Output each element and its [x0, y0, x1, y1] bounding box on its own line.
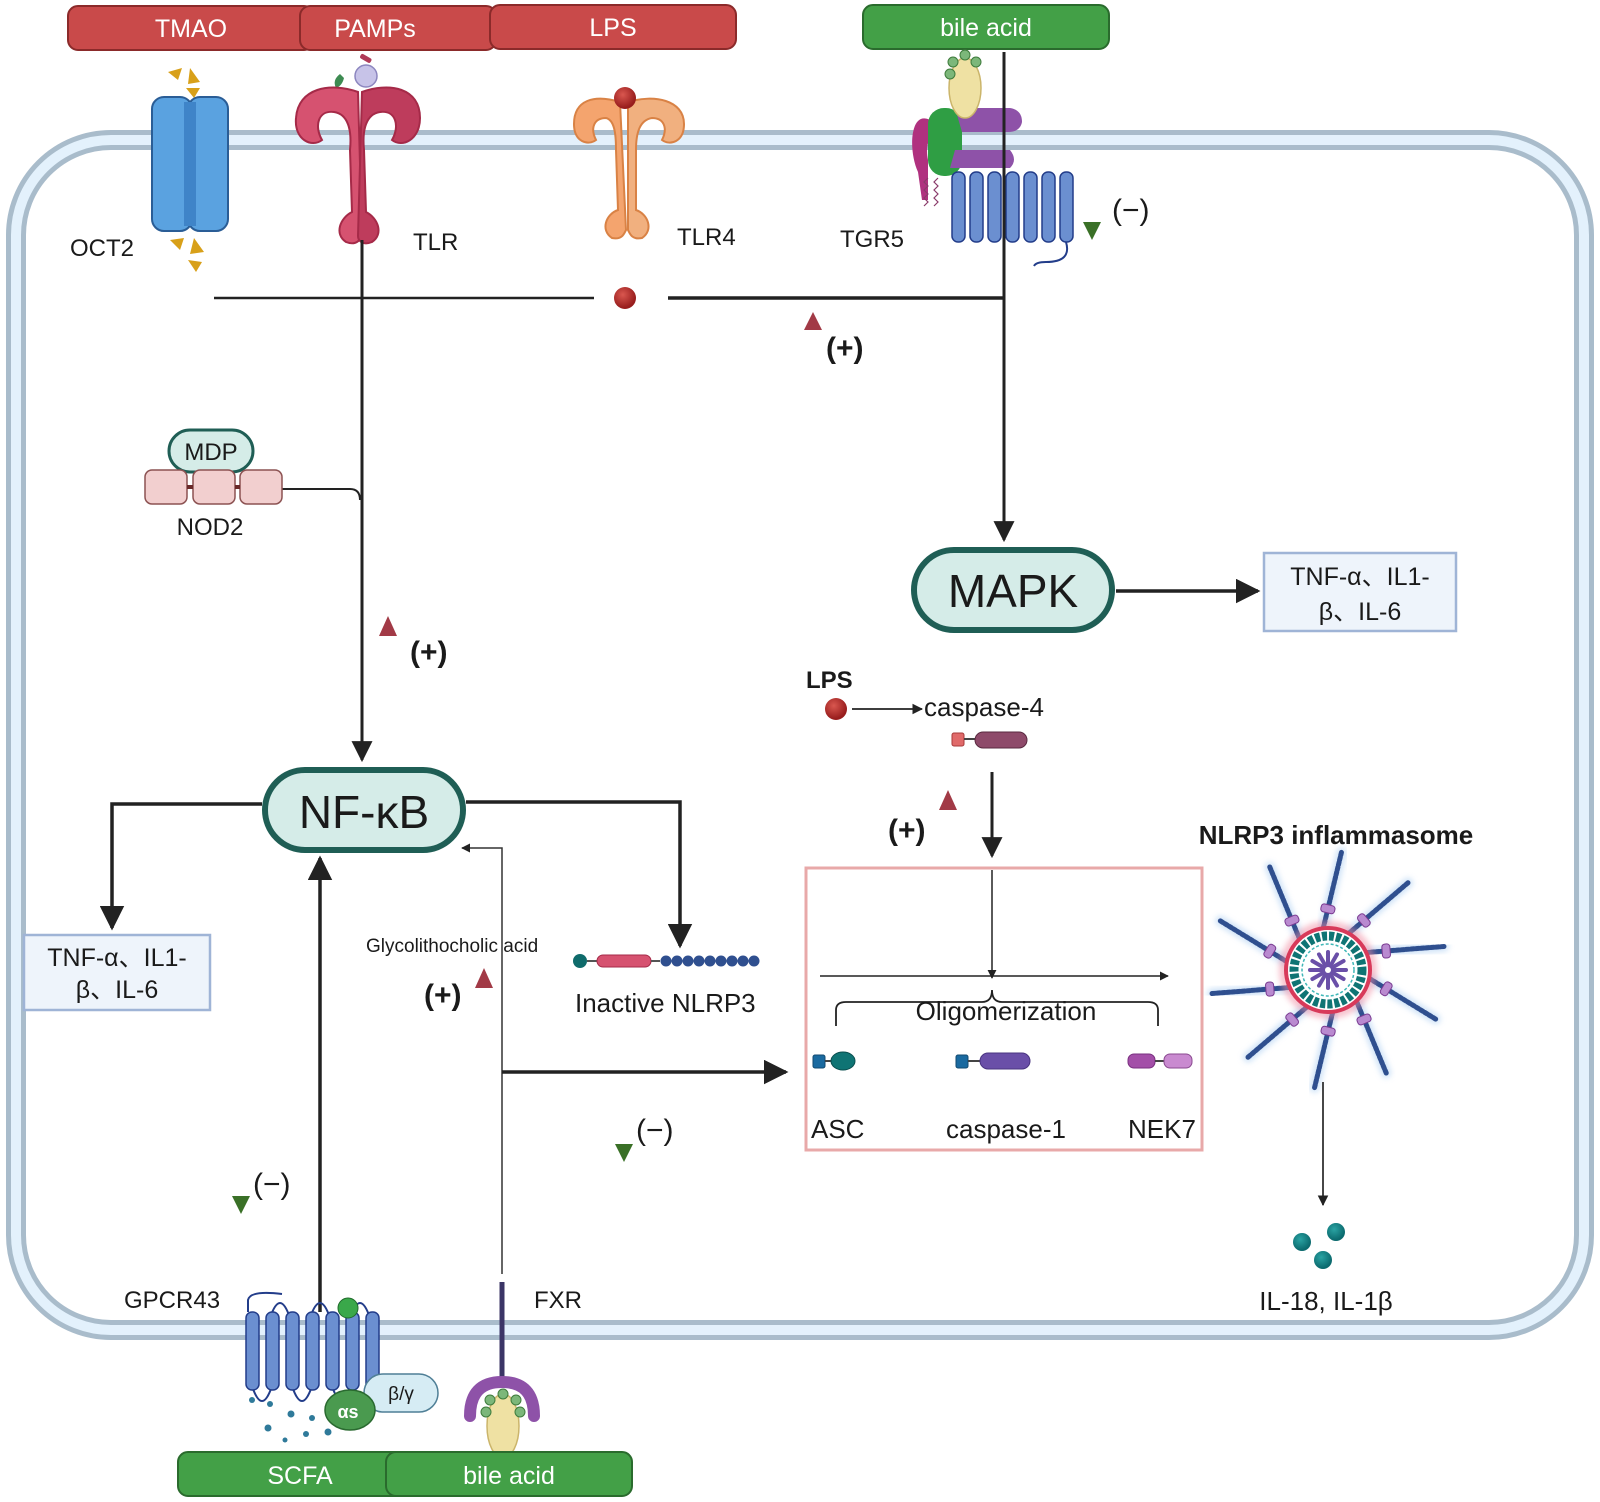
- lps-bar: LPS: [489, 4, 737, 50]
- glycolithocholic-plus-label: (+): [424, 979, 462, 1012]
- oligomerization-box: Oligomerization ASC caspase-1 NEK7: [804, 866, 1204, 1152]
- mapk-label: MAPK: [948, 565, 1079, 617]
- tlr-label: TLR: [413, 229, 458, 256]
- mapk-node: MAPK: [911, 547, 1115, 633]
- nek7-protein-icon: [1127, 1053, 1193, 1069]
- glycolithocholic-activation-arrow-icon: [475, 968, 493, 1030]
- mapk-cytokine-box: TNF-α、IL1- β、IL-6: [1262, 551, 1458, 633]
- caspase4-protein-icon: [951, 731, 1028, 749]
- fxr-minus-label: (−): [636, 1114, 674, 1147]
- inactive-nlrp3-label: Inactive NLRP3: [575, 988, 756, 1018]
- oct2-label: OCT2: [70, 235, 134, 262]
- glycolithocholic-to-nfkb-line: [461, 843, 503, 1274]
- mapk-cytokine-line1: TNF-α、IL1-: [1290, 563, 1429, 591]
- mapk-cytokine-line2: β、IL-6: [1319, 598, 1401, 626]
- tmao-label: TMAO: [155, 15, 227, 43]
- caspase4-plus-label: (+): [888, 814, 926, 847]
- inflammasome-title: NLRP3 inflammasome: [1199, 820, 1474, 850]
- il18-il1b-label: IL-18, IL-1β: [1259, 1286, 1392, 1316]
- tlr4-activation-arrow-icon: [804, 312, 822, 378]
- nfkb-node: NF-κB: [262, 767, 466, 853]
- tmao-bar: TMAO: [67, 5, 315, 51]
- gpcr43-minus-label: (−): [253, 1168, 291, 1201]
- nod2-receptor-icon: MDP: [144, 428, 283, 505]
- caspase4-label: caspase-4: [924, 692, 1044, 722]
- fxr-inhibition-arrow-icon: [615, 1092, 633, 1162]
- bile-acid-top-label: bile acid: [940, 14, 1032, 42]
- tlr-receptor-icon: [294, 53, 422, 245]
- tlr4-label: TLR4: [677, 224, 736, 251]
- gpcr43-label: GPCR43: [124, 1287, 220, 1314]
- asc-label: ASC: [811, 1114, 864, 1144]
- nfkb-label: NF-κB: [299, 786, 429, 838]
- g-alpha-label: αs: [337, 1402, 358, 1422]
- asc-protein-icon: [812, 1051, 856, 1071]
- caspase1-protein-icon: [955, 1052, 1031, 1070]
- lps-intracellular-icon: [825, 698, 847, 720]
- tgr5-receptor-icon: [912, 49, 1074, 267]
- cell-membrane: [6, 130, 1594, 1340]
- nek7-label: NEK7: [1128, 1114, 1196, 1144]
- il18-il1b-molecules-icon: [1293, 1223, 1345, 1269]
- pamps-label: PAMPs: [334, 15, 416, 43]
- tgr5-label: TGR5: [840, 226, 904, 253]
- scfa-label: SCFA: [267, 1462, 333, 1490]
- glycolithocholic-label: Glycolithocholic acid: [366, 936, 538, 957]
- caspase1-label: caspase-1: [946, 1114, 1066, 1144]
- lps-molecule-icon: [614, 287, 636, 309]
- bile-acid-top-bar: bile acid: [862, 4, 1110, 50]
- g-betagamma-label: β/γ: [388, 1384, 414, 1405]
- top-ligand-bars: TMAO PAMPs LPS bile acid: [67, 4, 1110, 51]
- nfkb-output-arrows: [99, 800, 693, 949]
- nfkb-cytokine-line2: β、IL-6: [76, 976, 158, 1004]
- tlr4-receptor-icon: [572, 87, 686, 240]
- inactive-nlrp3-icon: [573, 954, 760, 968]
- gpcr43-inhibition-arrow-icon: [232, 1148, 250, 1214]
- mdp-label: MDP: [184, 439, 237, 466]
- pamps-bar: PAMPs: [299, 5, 497, 51]
- nfkb-cytokine-line1: TNF-α、IL1-: [47, 944, 186, 972]
- tlr4-plus-label: (+): [826, 332, 864, 365]
- tgr5-minus-label: (−): [1112, 194, 1150, 227]
- nod2-label: NOD2: [177, 514, 244, 541]
- tgr5-inhibition-arrow-icon: [1083, 170, 1101, 240]
- lps-label: LPS: [589, 14, 636, 42]
- bile-acid-bottom-bar: bile acid: [385, 1451, 633, 1497]
- nlrp3-inflammasome-icon: [1207, 847, 1449, 1093]
- nfkb-cytokine-box: TNF-α、IL1- β、IL-6: [22, 933, 212, 1012]
- g-protein-icon: β/γ αs: [324, 1373, 439, 1431]
- bottom-ligand-bars: SCFA bile acid: [177, 1451, 633, 1497]
- lps-intracellular-label: LPS: [806, 667, 853, 694]
- oligomerization-label: Oligomerization: [916, 996, 1097, 1026]
- nfkb-activation-arrow-icon: [379, 616, 397, 682]
- fxr-label: FXR: [534, 1287, 582, 1314]
- oct2-transporter-icon: [151, 68, 229, 272]
- signal-lines-top: [214, 52, 1015, 763]
- caspase4-activation-arrow-icon: [939, 790, 957, 856]
- fxr-receptor-icon: [464, 1282, 540, 1459]
- nfkb-plus-label: (+): [410, 636, 448, 669]
- bile-acid-bottom-label: bile acid: [463, 1462, 555, 1490]
